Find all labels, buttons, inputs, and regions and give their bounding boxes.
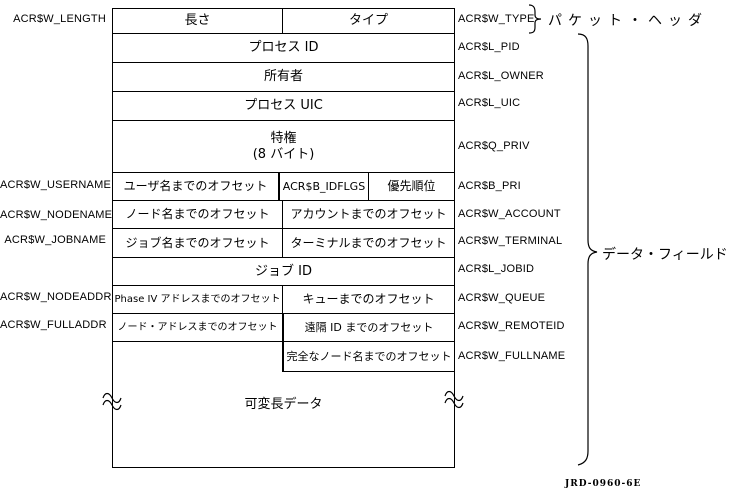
label-acr-w-queue: ACR$W_QUEUE [458, 292, 546, 304]
cell-owner: 所有者 [112, 62, 455, 92]
data-fields-label: データ・フィールド [602, 247, 728, 263]
cell-queue-offset: キューまでのオフセット [282, 285, 455, 314]
cell-job-id: ジョブ ID [112, 257, 455, 286]
label-acr-l-jobid: ACR$L_JOBID [458, 263, 535, 275]
cell-privileges: 特権 (8 バイト) [112, 120, 455, 173]
cell-account-offset: アカウントまでのオフセット [282, 200, 455, 229]
label-acr-w-terminal: ACR$W_TERMINAL [458, 235, 563, 247]
label-acr-w-length: ACR$W_LENGTH [13, 13, 106, 25]
cell-process-id: プロセス ID [112, 33, 455, 63]
cell-privileges-line2: (8 バイト) [252, 146, 315, 162]
label-acr-w-jobname: ACR$W_JOBNAME [4, 234, 106, 246]
label-acr-w-nodename: ACR$W_NODENAME [0, 209, 113, 221]
label-acr-w-fullname: ACR$W_FULLNAME [458, 350, 566, 362]
cell-idflgs: ACR$B_IDFLGS [278, 172, 369, 201]
label-acr-l-pid: ACR$L_PID [458, 41, 520, 53]
cell-jobname-offset: ジョブ名までのオフセット [112, 228, 283, 258]
cell-remoteid-offset: 遠隔 ID までのオフセット [282, 313, 455, 342]
cell-nodename-offset: ノード名までのオフセット [112, 200, 283, 229]
cell-terminal-offset: ターミナルまでのオフセット [282, 228, 455, 258]
packet-header-label: パケット・ヘッダ [548, 13, 708, 29]
cell-privileges-line1: 特権 [270, 130, 297, 146]
cell-fullname-offset: 完全なノード名までのオフセット [282, 341, 455, 372]
label-acr-b-pri: ACR$B_PRI [458, 180, 521, 192]
label-acr-l-uic: ACR$L_UIC [458, 97, 521, 109]
label-acr-q-priv: ACR$Q_PRIV [458, 140, 530, 152]
label-acr-w-remoteid: ACR$W_REMOTEID [458, 320, 565, 332]
label-acr-l-owner: ACR$L_OWNER [458, 70, 544, 82]
label-acr-w-fulladdr: ACR$W_FULLADDR [0, 319, 107, 331]
cell-type: タイプ [282, 8, 455, 34]
cell-phase4-offset: Phase IV アドレスまでのオフセット [112, 285, 283, 314]
data-fields-brace [577, 33, 598, 466]
label-acr-w-account: ACR$W_ACCOUNT [458, 208, 561, 220]
cell-username-offset: ユーザ名までのオフセット [112, 172, 279, 201]
cell-nodeaddr-offset: ノード・アドレスまでのオフセット [112, 313, 283, 342]
cell-length: 長さ [112, 8, 283, 34]
label-acr-w-type: ACR$W_TYPE [458, 13, 535, 25]
figure-id: JRD-0960-6E [565, 479, 642, 489]
cell-priority: 優先順位 [368, 172, 455, 201]
label-acr-w-username: ACR$W_USERNAME [0, 179, 111, 191]
label-acr-w-nodeaddr: ACR$W_NODEADDR [0, 291, 112, 303]
cell-process-uic: プロセス UIC [112, 91, 455, 121]
